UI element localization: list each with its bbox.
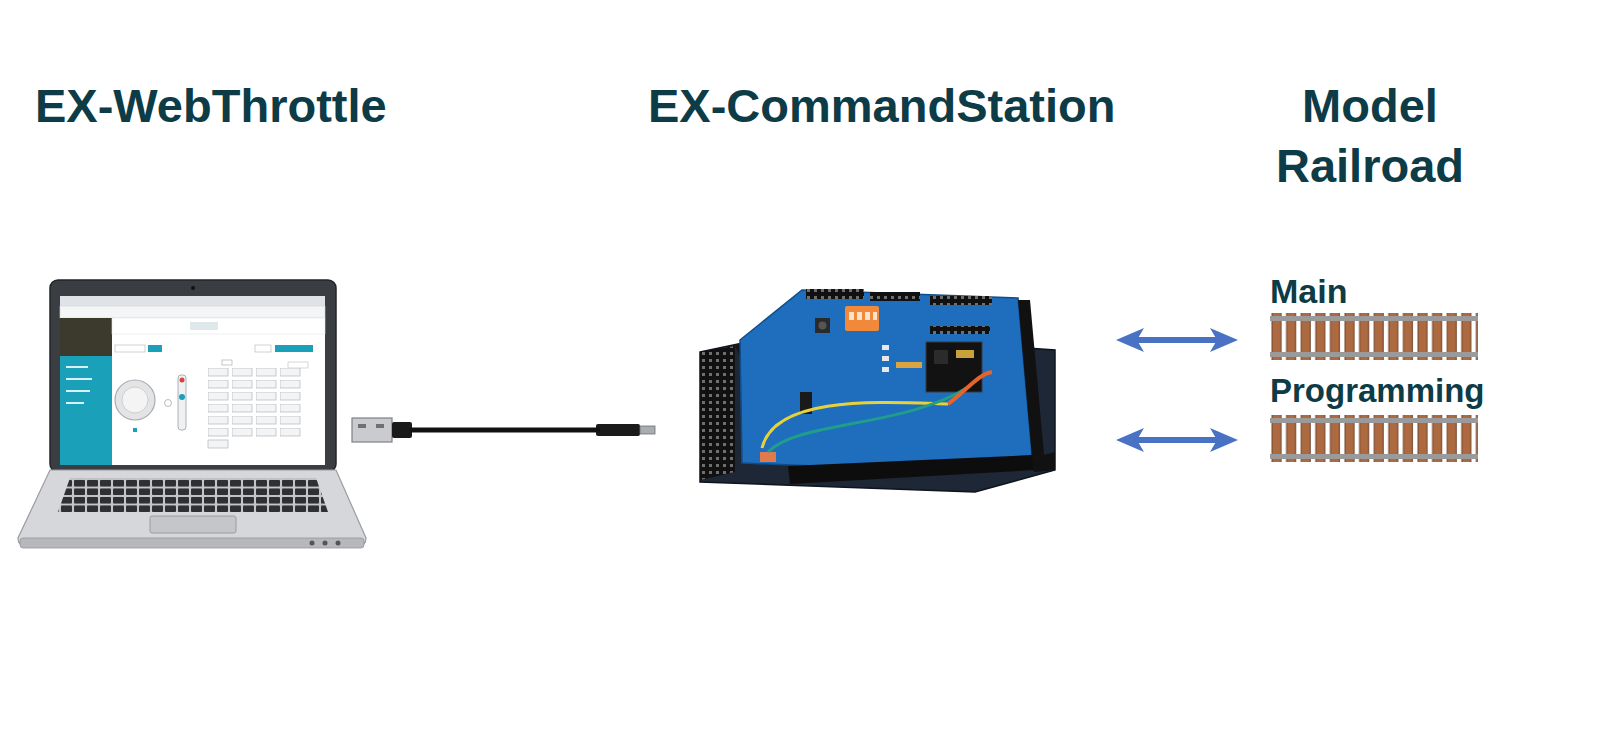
orange-wire	[948, 372, 992, 404]
mega-header	[1032, 452, 1055, 472]
usb-a-plug-metal	[352, 418, 392, 442]
function-button-grid	[208, 368, 304, 440]
screen-dropdown	[288, 362, 308, 368]
status-light	[323, 541, 328, 546]
reset-button	[815, 318, 830, 333]
laptop-lid	[50, 280, 336, 472]
teal-wire	[768, 386, 970, 452]
app-logo-image	[60, 318, 112, 356]
screen-checkbox	[222, 360, 232, 365]
screen-indicator	[133, 428, 137, 432]
usb-a-plug-body	[392, 422, 412, 438]
laptop-webcam	[191, 286, 195, 290]
track-label: Main	[1270, 272, 1347, 311]
track-connection-arrow	[1124, 337, 1230, 343]
usb-cable	[410, 428, 600, 433]
rail	[1270, 352, 1478, 357]
status-light	[310, 541, 315, 546]
smd-component	[760, 452, 776, 462]
programming-track-ties	[1270, 415, 1478, 462]
usb-a-plug-slot	[376, 424, 384, 428]
usb-a-plug-slot	[358, 424, 366, 428]
slider-stop	[180, 378, 185, 383]
railroad-node: Model RailroadMainProgramming	[1225, 76, 1515, 476]
track-label: Programming	[1270, 372, 1485, 410]
speed-knob	[115, 380, 155, 420]
laptop-screen	[60, 296, 325, 465]
dip-switch-lever	[865, 312, 870, 320]
shield-header	[870, 292, 920, 301]
status-light	[336, 541, 341, 546]
rail	[1270, 418, 1478, 423]
browser-address-bar	[60, 306, 325, 318]
keyboard	[58, 478, 328, 512]
shield-header-pins	[806, 289, 864, 299]
app-sidebar	[60, 318, 112, 465]
shield-header	[1018, 300, 1044, 458]
screen-teal-button	[275, 345, 313, 352]
laptop-base	[18, 470, 366, 546]
mega-header-pins	[700, 346, 735, 480]
esp8266-antenna	[956, 350, 974, 358]
component-heading: Model Railroad	[1255, 76, 1485, 196]
smd-led	[882, 356, 889, 361]
direction-dot	[165, 400, 172, 407]
dip-switch	[845, 306, 879, 331]
slider-thumb	[179, 394, 185, 400]
keyboard-area	[58, 478, 328, 512]
rail	[1270, 316, 1478, 321]
programming-track-node: Programming	[1230, 372, 1510, 467]
smd-led	[882, 345, 889, 350]
sidebar-item	[66, 366, 88, 368]
shield-header-pins	[870, 292, 920, 301]
mega-header	[788, 455, 1034, 484]
rail	[1270, 454, 1478, 459]
sidebar-item	[66, 378, 92, 380]
screen-teal-button	[148, 345, 162, 352]
shield-header-pins	[930, 296, 992, 305]
pin-row	[896, 362, 922, 368]
smd-led	[882, 367, 889, 372]
touchpad	[150, 516, 236, 533]
laptop-front-edge	[20, 538, 364, 548]
component-heading: EX-WebThrottle	[35, 76, 387, 136]
dip-switch-lever	[873, 312, 877, 320]
micro-usb-plug-metal	[640, 426, 655, 434]
shield-header	[930, 326, 990, 334]
wifi-shield	[740, 290, 1032, 472]
speed-knob-center	[122, 387, 148, 413]
webthrottle-node: EX-WebThrottle	[30, 76, 410, 552]
screen-button	[208, 440, 228, 448]
mega-header	[700, 346, 735, 480]
sidebar-item	[66, 402, 84, 404]
speed-slider	[178, 375, 186, 430]
sidebar-item	[66, 390, 90, 392]
app-logo	[190, 322, 218, 330]
browser-tab-bar	[60, 296, 325, 306]
component-heading: EX-CommandStation	[648, 76, 1115, 136]
dip-switch-lever	[857, 312, 862, 320]
esp8266-chip	[934, 350, 948, 364]
screen-input	[115, 345, 145, 352]
screen-dropdown	[255, 345, 271, 352]
dip-switch-lever	[849, 312, 854, 320]
commandstation-node: EX-CommandStation	[600, 76, 1124, 496]
shield-header	[930, 296, 992, 305]
app-header	[112, 318, 325, 334]
micro-usb-plug-body	[596, 424, 640, 436]
main-track-ties	[1270, 313, 1478, 360]
reset-button-cap	[819, 322, 827, 330]
main-track-node: Main	[1230, 272, 1510, 364]
track-connection-arrow	[1124, 437, 1230, 443]
shield-header	[806, 289, 864, 299]
shield-header-pins	[930, 326, 990, 334]
